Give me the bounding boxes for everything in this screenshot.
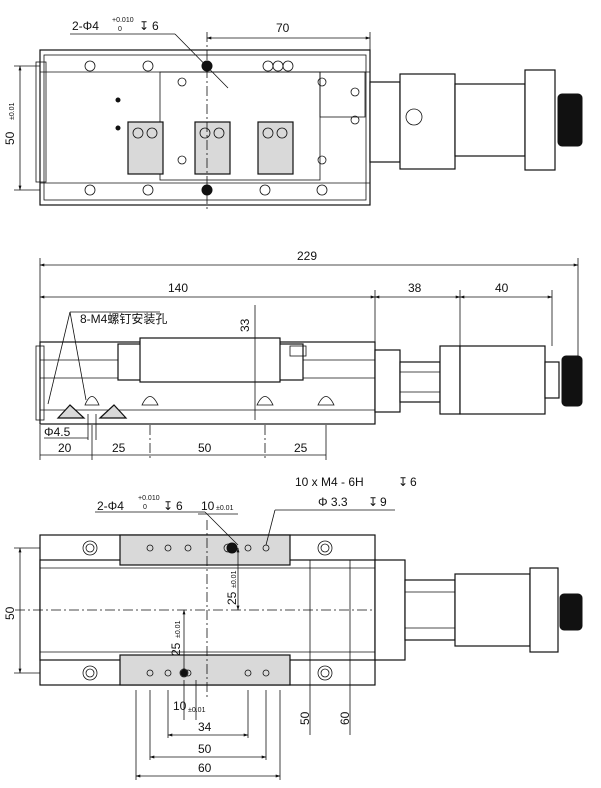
- dim-25-left-vertical: 25: [169, 642, 183, 656]
- thread-note-1: 10 x M4 - 6H: [295, 475, 364, 489]
- bottom-hole-tolerance-lower: 0: [143, 504, 147, 511]
- side-view: 229 140 38 40 33 8-M4螺钉安装孔 Φ4.5 20 25 50: [35, 249, 583, 460]
- dim-229: 229: [297, 249, 317, 263]
- top-hole-depth: 6: [152, 19, 159, 33]
- dim-25-right: 25: [294, 441, 308, 455]
- dim-10-bottom-tol: ±0.01: [188, 707, 206, 714]
- top-hole-tolerance-lower: 0: [118, 26, 122, 33]
- dim-50-side: 50: [198, 441, 212, 455]
- dim-25-right-vertical: 25: [225, 591, 239, 605]
- dim-25-left: 25: [112, 441, 126, 455]
- dim-10-bottom: 10: [173, 699, 187, 713]
- dim-10-top-tol: ±0.01: [216, 505, 234, 512]
- bottom-dim-50-left: 50: [3, 606, 17, 620]
- dim-33: 33: [238, 318, 252, 332]
- dim-140: 140: [168, 281, 188, 295]
- dia-4-5: Φ4.5: [44, 425, 71, 439]
- dim-38: 38: [408, 281, 422, 295]
- dim-25-left-tol: ±0.01: [175, 620, 182, 638]
- thread-depth-symbol-1: ↧: [398, 475, 408, 489]
- bottom-hole-tolerance: +0.010: [138, 495, 160, 502]
- dim-10-top: 10: [201, 499, 215, 513]
- bottom-hole-callout: 2-Φ4: [97, 499, 124, 513]
- bottom-hole-depth: 6: [176, 499, 183, 513]
- dim-40: 40: [495, 281, 509, 295]
- dim-50-tolerance: ±0.01: [9, 102, 16, 120]
- dim-50-vertical-right: 50: [298, 711, 312, 725]
- top-hole-callout: 2-Φ4: [72, 19, 99, 33]
- dim-50-bottom: 50: [198, 742, 212, 756]
- top-hole-depth-symbol: ↧: [139, 19, 149, 33]
- bottom-view: 50 10 x M4 - 6H ↧ 6 Φ 3.3 ↧ 9 2-Φ4 +0.01…: [3, 475, 583, 780]
- dim-70: 70: [276, 21, 290, 35]
- dim-60-bottom: 60: [198, 761, 212, 775]
- thread-note-2: Φ 3.3: [318, 495, 348, 509]
- dim-34: 34: [198, 720, 212, 734]
- thread-depth-2: 9: [380, 495, 387, 509]
- thread-depth-1: 6: [410, 475, 417, 489]
- dim-25-right-tol: ±0.01: [231, 570, 238, 588]
- thread-depth-symbol-2: ↧: [368, 495, 378, 509]
- screw-note: 8-M4螺钉安装孔: [80, 311, 167, 326]
- dim-20: 20: [58, 441, 72, 455]
- dim-50-vertical: 50: [3, 131, 17, 145]
- bottom-hole-depth-symbol: ↧: [163, 499, 173, 513]
- dim-60-vertical-right: 60: [338, 711, 352, 725]
- top-hole-tolerance: +0.010: [112, 17, 134, 24]
- top-view: 70 50 ±0.01 2-Φ4 +0.010 0 ↧ 6: [3, 17, 583, 212]
